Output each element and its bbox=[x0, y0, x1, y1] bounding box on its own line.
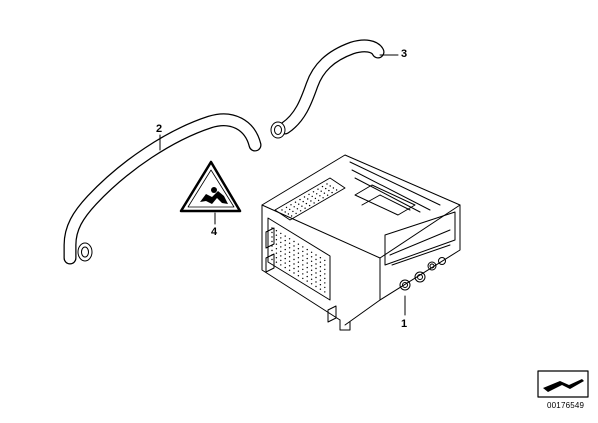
hose-2 bbox=[63, 113, 262, 265]
callout-3: 3 bbox=[401, 48, 408, 60]
callout-1: 1 bbox=[401, 318, 408, 330]
hose-3 bbox=[270, 39, 385, 139]
callout-4: 4 bbox=[211, 226, 218, 238]
grille-dots bbox=[271, 183, 338, 293]
bmw-diagram-logo-icon bbox=[537, 370, 589, 398]
radio-unit-1 bbox=[261, 154, 461, 331]
document-number: 00176549 bbox=[547, 401, 585, 410]
callout-2: 2 bbox=[156, 123, 163, 135]
warning-label-4 bbox=[179, 160, 242, 213]
